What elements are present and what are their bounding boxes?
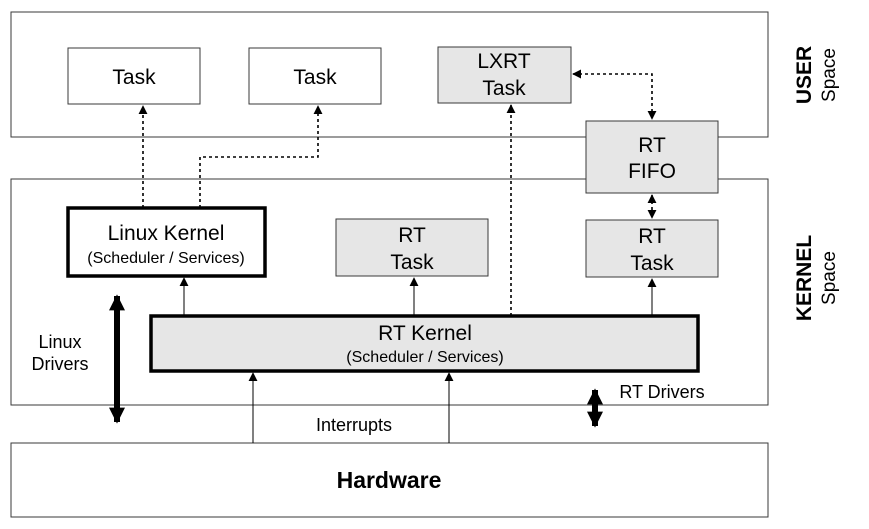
kernel-space-label: KERNEL Space — [793, 235, 840, 322]
kernel-space-label-word1: KERNEL — [793, 235, 816, 322]
rt-drivers-label: RT Drivers — [619, 382, 704, 402]
task-box-1 — [67, 47, 201, 105]
user-space-label: USER Space — [793, 46, 840, 104]
rt-task-right-line2: Task — [630, 252, 674, 275]
lxrt-task-line1: LXRT — [477, 50, 530, 73]
dashed-arrow-linux-to-task2 — [199, 105, 323, 208]
rt-task-box-right — [585, 219, 719, 278]
linux-drivers-line2: Drivers — [32, 354, 89, 374]
rt-fifo-box — [585, 120, 719, 194]
interrupts-label: Interrupts — [316, 415, 392, 435]
linux-kernel-subtitle: (Scheduler / Services) — [87, 250, 244, 267]
linux-drivers-line1: Linux — [38, 332, 81, 352]
rt-fifo-line1: RT — [638, 134, 666, 157]
lxrt-task-box — [437, 46, 572, 104]
user-space-label-word1: USER — [793, 46, 816, 104]
rt-task-box-middle — [335, 218, 489, 277]
rt-kernel-title: RT Kernel — [378, 322, 472, 345]
rt-kernel-subtitle: (Scheduler / Services) — [346, 349, 503, 366]
kernel-space-label-word2: Space — [819, 251, 840, 305]
task-box-2 — [248, 47, 382, 105]
lxrt-task-line2: Task — [482, 77, 526, 100]
dashed-arrow-lxrt-fifo — [572, 69, 657, 120]
rt-task-middle-line1: RT — [398, 224, 426, 247]
rt-task-middle-line2: Task — [390, 251, 434, 274]
rt-fifo-line2: FIFO — [628, 160, 676, 183]
rt-task-right-line1: RT — [638, 225, 666, 248]
linux-kernel-box — [66, 206, 267, 278]
hardware-label: Hardware — [337, 467, 442, 493]
hardware-box — [10, 442, 769, 518]
task-box-1-label: Task — [112, 66, 156, 89]
task-box-2-label: Task — [293, 66, 337, 89]
user-space-label-word2: Space — [819, 48, 840, 102]
rt-kernel-box — [149, 314, 700, 373]
linux-kernel-title: Linux Kernel — [108, 222, 225, 245]
